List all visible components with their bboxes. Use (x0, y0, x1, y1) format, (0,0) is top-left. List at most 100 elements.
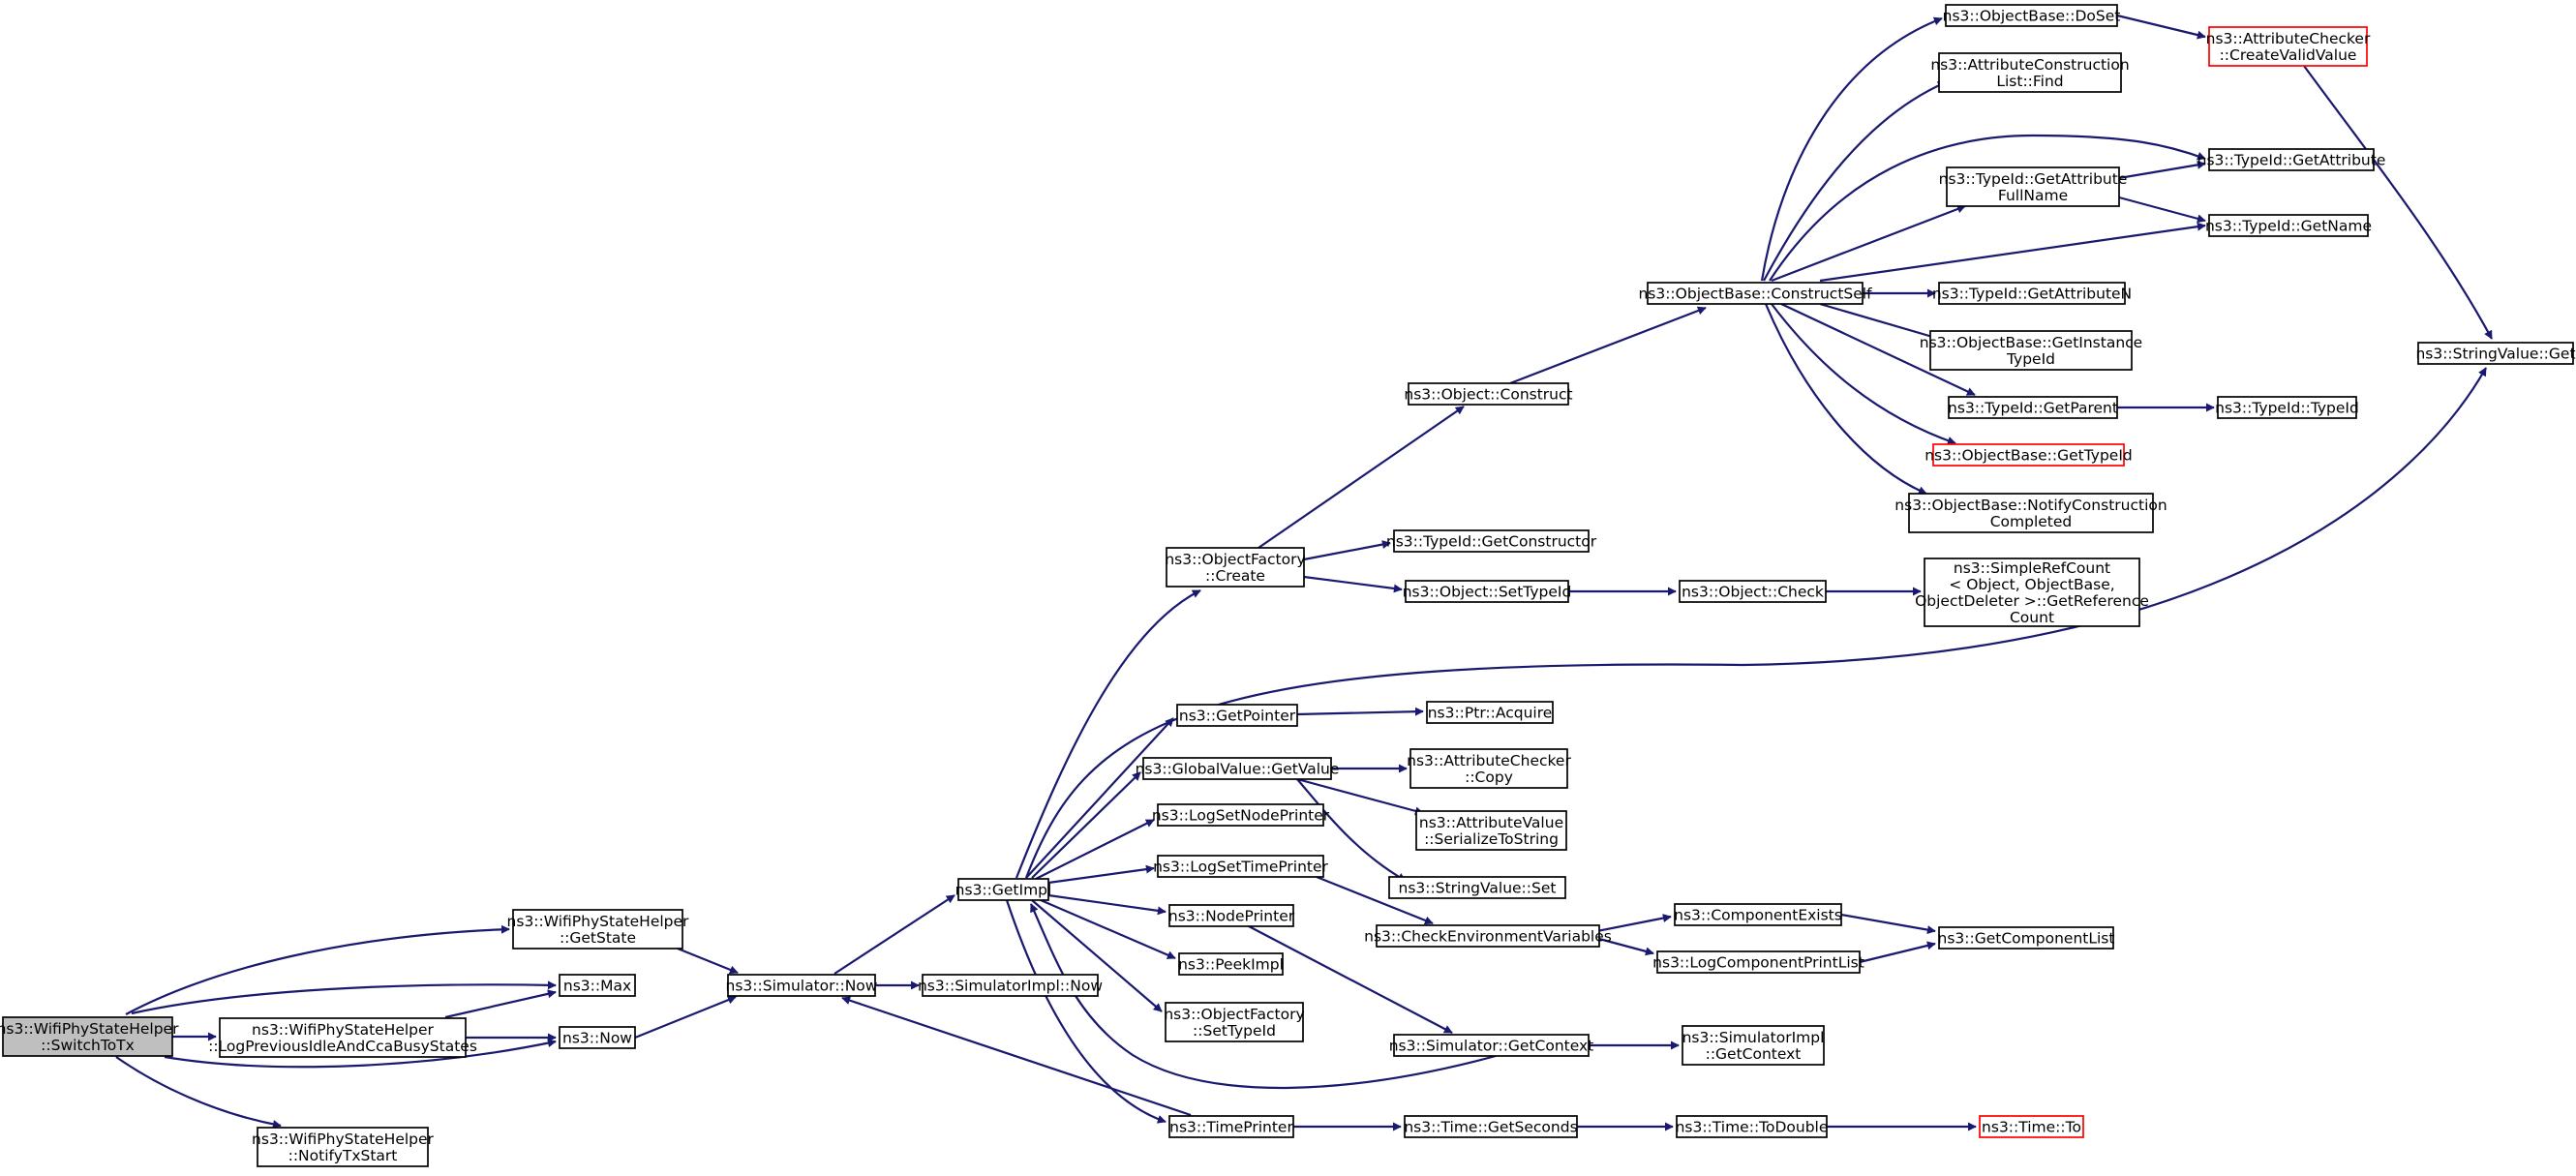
node-box-svset[interactable] (1388, 876, 1566, 899)
node-compexists[interactable]: ns3::ComponentExists (1674, 903, 1842, 926)
node-box-getpointer[interactable] (1176, 704, 1298, 727)
node-box-obgettypeid[interactable] (1932, 443, 2125, 467)
node-timetodouble[interactable]: ns3::Time::ToDouble (1676, 1115, 1829, 1138)
node-box-ofsettypeid[interactable] (1165, 1002, 1304, 1042)
node-tidgetctor[interactable]: ns3::TypeId::GetConstructor (1386, 529, 1597, 553)
node-box-objsettypeid[interactable] (1405, 580, 1569, 603)
node-logcompprint[interactable]: ns3::LogComponentPrintList (1652, 950, 1864, 974)
node-box-tidtypeid[interactable] (2217, 396, 2357, 419)
node-box-accreatevalid[interactable] (2208, 26, 2368, 67)
node-box-ofcreate[interactable] (1166, 547, 1305, 588)
node-box-tidgetattrn[interactable] (1938, 282, 2126, 305)
node-ofsettypeid[interactable]: ns3::ObjectFactory::SetTypeId (1164, 1002, 1305, 1042)
node-getpointer[interactable]: ns3::GetPointer (1176, 704, 1298, 727)
node-box-compexists[interactable] (1674, 903, 1842, 926)
node-nodeprinter[interactable]: ns3::NodePrinter (1168, 904, 1295, 927)
node-box-obdoset[interactable] (1945, 4, 2118, 27)
node-box-obconstructself[interactable] (1647, 282, 1864, 305)
node-box-acfind[interactable] (1938, 52, 2122, 93)
node-box-now[interactable] (559, 1026, 636, 1049)
node-ofcreate[interactable]: ns3::ObjectFactory::Create (1165, 547, 1306, 588)
node-box-obnotify[interactable] (1908, 493, 2154, 533)
node-max[interactable]: ns3::Max (559, 974, 636, 997)
node-simplerefcount[interactable]: ns3::SimpleRefCount< Object, ObjectBase,… (1915, 558, 2149, 627)
node-notifytx[interactable]: ns3::WifiPhyStateHelper::NotifyTxStart (252, 1127, 435, 1167)
node-tidgetname[interactable]: ns3::TypeId::GetName (2205, 214, 2372, 237)
node-box-obgetinst[interactable] (1929, 330, 2133, 371)
node-simnow[interactable]: ns3::Simulator::Now (726, 974, 878, 997)
node-logsettime[interactable]: ns3::LogSetTimePrinter (1153, 855, 1329, 878)
node-peekimpl[interactable]: ns3::PeekImpl (1178, 952, 1284, 976)
node-avserialize[interactable]: ns3::AttributeValue::SerializeToString (1415, 810, 1567, 851)
node-obconstructself[interactable]: ns3::ObjectBase::ConstructSelf (1638, 282, 1872, 305)
node-getimpl[interactable]: ns3::GetImpl (955, 878, 1052, 901)
node-tidtypeid[interactable]: ns3::TypeId::TypeId (2215, 396, 2359, 419)
node-box-peekimpl[interactable] (1178, 952, 1284, 976)
node-box-logprev[interactable] (219, 1017, 467, 1058)
node-box-accopy[interactable] (1409, 748, 1568, 789)
node-logprev[interactable]: ns3::WifiPhyStateHelper::LogPreviousIdle… (208, 1017, 477, 1058)
node-box-tidgetparent[interactable] (1948, 396, 2118, 419)
node-obgettypeid[interactable]: ns3::ObjectBase::GetTypeId (1924, 443, 2133, 467)
node-simgetctx[interactable]: ns3::Simulator::GetContext (1389, 1034, 1594, 1057)
node-box-svget[interactable] (2417, 342, 2574, 365)
node-box-ptracquire[interactable] (1426, 701, 1554, 724)
node-box-simplerefcount[interactable] (1924, 558, 2140, 627)
node-box-simgetctx[interactable] (1393, 1034, 1590, 1057)
node-box-tidgetattr[interactable] (2208, 148, 2375, 171)
node-gvgetvalue[interactable]: ns3::GlobalValue::GetValue (1136, 757, 1340, 780)
node-checkenv[interactable]: ns3::CheckEnvironmentVariables (1364, 924, 1612, 948)
node-box-logcompprint[interactable] (1656, 950, 1861, 974)
node-box-simimplctx[interactable] (1682, 1025, 1825, 1066)
node-obdoset[interactable]: ns3::ObjectBase::DoSet (1943, 4, 2121, 27)
node-box-logsettime[interactable] (1157, 855, 1324, 878)
node-box-getstate[interactable] (512, 909, 683, 950)
node-objconstruct[interactable]: ns3::Object::Construct (1404, 382, 1573, 406)
node-box-tidgetname[interactable] (2208, 214, 2369, 237)
node-now[interactable]: ns3::Now (559, 1026, 636, 1049)
node-box-max[interactable] (559, 974, 636, 997)
node-box-getcomplist[interactable] (1938, 926, 2114, 950)
node-box-objcheck[interactable] (1679, 580, 1827, 603)
node-box-timetodouble[interactable] (1676, 1115, 1828, 1138)
node-box-timeto[interactable] (1979, 1115, 2084, 1138)
node-svset[interactable]: ns3::StringValue::Set (1388, 876, 1566, 899)
node-box-nodeprinter[interactable] (1168, 904, 1294, 927)
node-tidgetparent[interactable]: ns3::TypeId::GetParent (1948, 396, 2118, 419)
node-simimplctx[interactable]: ns3::SimulatorImpl::GetContext (1682, 1025, 1825, 1066)
node-box-notifytx[interactable] (257, 1127, 429, 1167)
node-box-logsetnode[interactable] (1157, 803, 1324, 827)
node-box-avserialize[interactable] (1415, 810, 1567, 851)
node-box-gvgetvalue[interactable] (1142, 757, 1332, 780)
node-ptracquire[interactable]: ns3::Ptr::Acquire (1426, 701, 1554, 724)
node-box-simimplnow[interactable] (922, 974, 1099, 997)
node-accreatevalid[interactable]: ns3::AttributeChecker::CreateValidValue (2206, 26, 2371, 67)
node-getcomplist[interactable]: ns3::GetComponentList (1938, 926, 2115, 950)
node-box-tidgetctor[interactable] (1393, 529, 1590, 553)
node-logsetnode[interactable]: ns3::LogSetNodePrinter (1152, 803, 1330, 827)
node-box-objconstruct[interactable] (1408, 382, 1569, 406)
node-box-switchtotx[interactable] (2, 1016, 173, 1057)
node-box-checkenv[interactable] (1376, 924, 1600, 948)
node-tidgetattr[interactable]: ns3::TypeId::GetAttribute (2197, 148, 2386, 171)
node-box-timeprinter[interactable] (1168, 1115, 1294, 1138)
node-objcheck[interactable]: ns3::Object::Check (1679, 580, 1827, 603)
node-getstate[interactable]: ns3::WifiPhyStateHelper::GetState (507, 909, 690, 950)
node-box-simnow[interactable] (727, 974, 876, 997)
node-box-tidgetattrfull[interactable] (1946, 166, 2120, 207)
node-tidgetattrn[interactable]: ns3::TypeId::GetAttributeN (1932, 282, 2132, 305)
node-accopy[interactable]: ns3::AttributeChecker::Copy (1407, 748, 1571, 789)
node-switchtotx[interactable]: ns3::WifiPhyStateHelper::SwitchToTx (0, 1016, 179, 1057)
node-obnotify[interactable]: ns3::ObjectBase::NotifyConstructionCompl… (1894, 493, 2167, 533)
node-svget[interactable]: ns3::StringValue::Get (2415, 342, 2576, 365)
node-timeto[interactable]: ns3::Time::To (1979, 1115, 2084, 1138)
node-box-getimpl[interactable] (957, 878, 1049, 901)
node-objsettypeid[interactable]: ns3::Object::SetTypeId (1403, 580, 1572, 603)
node-timegetsec[interactable]: ns3::Time::GetSeconds (1404, 1115, 1578, 1138)
node-timeprinter[interactable]: ns3::TimePrinter (1168, 1115, 1294, 1138)
node-simimplnow[interactable]: ns3::SimulatorImpl::Now (918, 974, 1103, 997)
node-box-timegetsec[interactable] (1404, 1115, 1578, 1138)
